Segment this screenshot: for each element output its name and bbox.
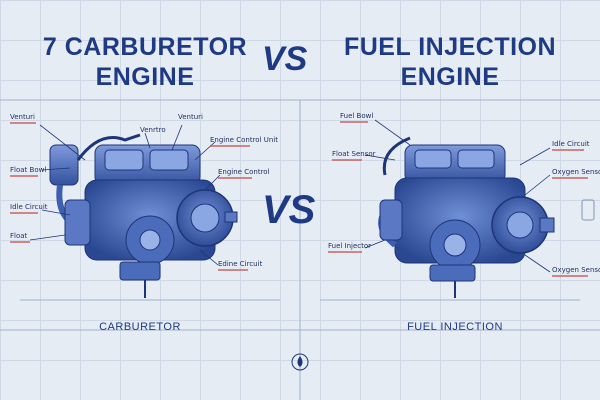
caption-fuel-injection: FUEL INJECTION xyxy=(407,321,503,333)
caption-carburetor: CARBURETOR xyxy=(99,321,181,333)
center-vs: VS xyxy=(262,188,316,232)
label-engine-circuit: Edine Circuit xyxy=(218,260,263,268)
label-venturi-2: Venrtro xyxy=(140,126,166,134)
fuel-drop-icon xyxy=(291,353,309,371)
label-float: Float xyxy=(10,232,28,240)
title-left-line1: 7 CARBURETOR xyxy=(42,33,248,61)
title-vs: VS xyxy=(262,40,308,78)
carburetor-engine-illustration xyxy=(49,133,238,298)
label-oxygen-sensor-bottom: Oxygen Sensor xyxy=(552,266,600,274)
label-fuel-injector: Fuel Injector xyxy=(328,242,372,250)
title-right: FUEL INJECTION ENGINE xyxy=(330,32,570,92)
title-right-line1: FUEL INJECTION xyxy=(343,33,557,61)
label-float-sensor: Float Sensor xyxy=(332,150,376,158)
title-left-line2: ENGINE xyxy=(95,63,195,91)
title-right-line2: ENGINE xyxy=(400,63,500,91)
label-engine-control-unit: Engine Control Unit xyxy=(210,136,278,144)
label-venturi-top: Venturi xyxy=(178,113,203,121)
label-float-bowl: Float Bowl xyxy=(10,166,47,174)
label-engine-control: Engine Control xyxy=(218,168,270,176)
label-fuel-bowl: Fuel Bowl xyxy=(340,112,374,120)
label-venturi: Venturi xyxy=(10,113,35,121)
label-idle-circuit-right: Idle Circuit xyxy=(552,140,590,148)
title-left: 7 CARBURETOR ENGINE xyxy=(30,32,260,92)
label-idle-circuit: Idle Circuit xyxy=(10,203,48,211)
label-oxygen-sensor: Oxygen Sensor xyxy=(552,168,600,176)
fuel-injection-engine-illustration xyxy=(378,136,595,298)
